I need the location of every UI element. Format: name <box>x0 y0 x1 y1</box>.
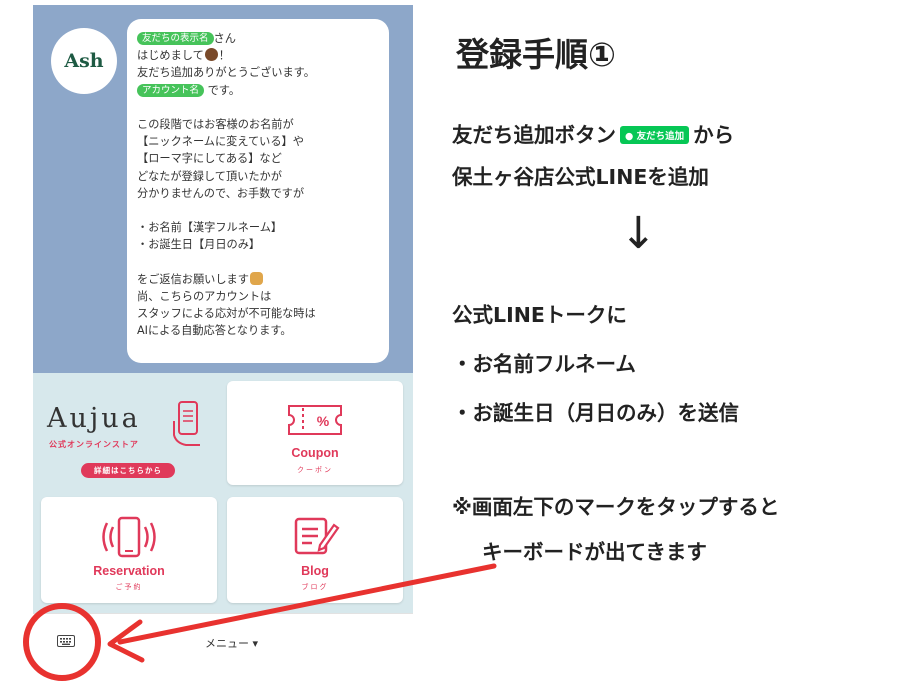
message-line: ・お名前【漢字フルネーム】 <box>137 221 283 235</box>
message-line: はじめまして ！ <box>137 47 379 64</box>
aujua-detail-button[interactable]: 詳細はこちらから <box>81 463 175 478</box>
message-line: 【ニックネームに変えている】や <box>137 135 304 149</box>
aujua-logo-text: Aujua <box>47 403 141 434</box>
message-line: ・お誕生日【月日のみ】 <box>137 238 261 252</box>
phone-vibrate-icon <box>102 516 156 558</box>
instruction-text: から <box>693 123 735 147</box>
coupon-tile[interactable]: % Coupon クーポン <box>227 381 403 485</box>
step2-line1: 公式LINEトークに <box>452 303 627 327</box>
message-line: スタッフによる応対が不可能な時は <box>137 307 316 320</box>
message-line: 友だち追加ありがとうございます。 <box>137 66 315 80</box>
message-line: 尚、こちらのアカウントは <box>137 289 272 303</box>
message-line <box>137 253 379 270</box>
note-line2: キーボードが出てきます <box>482 540 707 564</box>
message-line: この段階ではお客様のお名前が <box>137 117 294 131</box>
pencil-note-icon <box>294 517 340 555</box>
aujua-store-tile[interactable]: Aujua 公式オンラインストア 詳細はこちらから <box>33 381 217 485</box>
add-friend-label: 友だち追加 <box>636 131 685 142</box>
pray-emoji-icon <box>249 271 263 285</box>
svg-text:%: % <box>317 413 330 429</box>
message-line: アカウント名 です。 <box>137 82 379 99</box>
friend-name-tag: 友だちの表示名 <box>137 32 214 45</box>
phone-hand-icon <box>173 401 200 446</box>
reservation-sublabel: ご予約 <box>115 583 143 591</box>
menu-toggle-button[interactable]: メニュー ▾ <box>205 637 259 650</box>
message-line: どなたが登録して頂いたかが <box>137 169 282 183</box>
blog-tile[interactable]: Blog ブログ <box>227 497 403 603</box>
page-title: 登録手順① <box>456 35 616 74</box>
message-text: ！ <box>218 49 230 63</box>
down-arrow-icon: ↓ <box>620 208 657 259</box>
coupon-label: Coupon <box>291 446 339 460</box>
message-line <box>137 202 379 219</box>
line-add-friend-button: ● 友だち追加 <box>620 126 690 144</box>
instruction-text: 友だち追加ボタン <box>452 123 616 147</box>
step1-line2: 保土ヶ谷店公式LINEを追加 <box>452 165 709 189</box>
note-line1: ※画面左下のマークをタップすると <box>452 495 780 519</box>
message-text: です。 <box>207 83 241 97</box>
message-text: をご返信お願いします <box>137 272 249 286</box>
coupon-sublabel: クーポン <box>297 466 333 474</box>
account-name-tag: アカウント名 <box>137 83 205 97</box>
reservation-label: Reservation <box>93 564 165 578</box>
aujua-subtitle: 公式オンラインストア <box>49 440 139 449</box>
message-text: さん <box>213 32 236 45</box>
reservation-tile[interactable]: Reservation ご予約 <box>41 497 217 603</box>
step2-line2: ・お名前フルネーム <box>452 352 636 376</box>
rich-menu: Aujua 公式オンラインストア 詳細はこちらから % Coupon クーポン <box>33 373 413 613</box>
bottom-bar: メニュー ▾ <box>33 613 413 670</box>
message-text: はじめまして <box>137 49 204 63</box>
message-line: 分かりませんので、お手数ですが <box>137 186 305 200</box>
message-line <box>137 99 379 116</box>
keyboard-icon[interactable] <box>57 635 75 647</box>
step2-line3: ・お誕生日（月日のみ）を送信 <box>452 401 739 425</box>
message-line: AIによる自動応答となります。 <box>137 324 292 338</box>
message-bubble: 友だちの表示名さん はじめまして ！ 友だち追加ありがとうございます。 アカウント… <box>127 19 389 363</box>
line-icon: ● <box>625 131 637 142</box>
line-app-screen: Ash 友だちの表示名さん はじめまして ！ 友だち追加ありがとうございます。 ア… <box>33 5 413 670</box>
message-line: をご返信お願いします <box>137 271 379 288</box>
blog-label: Blog <box>301 564 329 578</box>
blog-sublabel: ブログ <box>301 583 329 591</box>
message-line: 【ローマ字にしてある】など <box>137 152 282 166</box>
message-line: 友だちの表示名さん <box>137 30 379 47</box>
step1-line1: 友だち追加ボタン● 友だち追加から <box>452 118 734 148</box>
avatar[interactable]: Ash <box>51 28 117 94</box>
bear-emoji-icon <box>204 48 218 62</box>
chat-area: Ash 友だちの表示名さん はじめまして ！ 友だち追加ありがとうございます。 ア… <box>33 5 413 373</box>
ticket-icon: % <box>288 405 342 435</box>
